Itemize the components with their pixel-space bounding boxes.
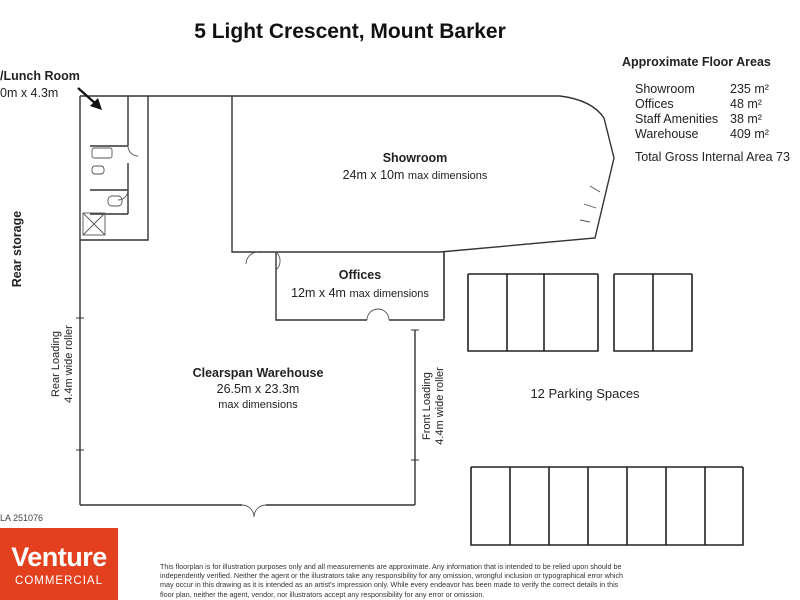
showroom-dims: 24m x 10m max dimensions: [315, 168, 515, 182]
door-swing-2: [253, 504, 267, 518]
offices-dims: 12m x 4m max dimensions: [270, 286, 450, 300]
offices-dims-value: 12m x 4m: [291, 286, 346, 300]
area-label: Warehouse: [635, 127, 699, 141]
logo-sub-text: COMMERCIAL: [15, 575, 103, 587]
area-value: 235 m²: [730, 82, 769, 96]
door-swing-8: [127, 145, 139, 157]
warehouse-dims: 26.5m x 23.3m: [216, 382, 300, 396]
area-row-offices: Offices 48 m²: [635, 97, 762, 111]
toilet-fixture-1: [91, 165, 105, 175]
front-loading-door-marker: [411, 329, 419, 461]
area-value: 38 m²: [730, 112, 762, 126]
offices-label: Offices: [338, 268, 382, 282]
amenities-wall: [80, 96, 149, 241]
showroom-dims-value: 24m x 10m: [342, 168, 405, 182]
showroom-label: Showroom: [382, 151, 448, 165]
total-gross-area: Total Gross Internal Area 73: [635, 150, 790, 164]
toilet-fixture-2: [107, 195, 123, 207]
area-row-showroom: Showroom 235 m²: [635, 82, 769, 96]
rear-loading-door-marker: [76, 317, 84, 451]
offices-dims-note: max dimensions: [349, 288, 429, 300]
venture-commercial-logo: Venture COMMERCIAL: [0, 528, 118, 600]
logo-main-text: Venture: [11, 542, 107, 572]
area-row-warehouse: Warehouse 409 m²: [635, 127, 769, 141]
door-swing-7: [579, 185, 601, 223]
amenities-partition: [90, 96, 129, 215]
front-loading-line2: 4.4m wide roller: [434, 367, 446, 445]
door-swing-5: [366, 308, 379, 321]
sink-fixture: [91, 147, 113, 159]
rear-loading-line1: Rear Loading: [50, 330, 62, 398]
door-swing-6: [377, 308, 390, 321]
area-value: 409 m²: [730, 127, 769, 141]
rear-loading-label: Rear Loading 4.4m wide roller: [50, 309, 78, 419]
disclaimer-text: This floorplan is for illustration purpo…: [160, 562, 624, 599]
lunch-room-dims: 0m x 4.3m: [0, 86, 59, 100]
lunch-room-label: /Lunch Room: [0, 69, 80, 83]
floor-areas-heading: Approximate Floor Areas: [622, 55, 771, 69]
plan-reference: LA 251076: [0, 513, 44, 523]
area-label: Offices: [635, 97, 674, 111]
lunch-room-arrow: [77, 87, 102, 110]
door-swing-3: [245, 251, 259, 265]
area-row-staff-amenities: Staff Amenities 38 m²: [635, 112, 762, 126]
parking-bays-row-3: [470, 466, 744, 546]
area-value: 48 m²: [730, 97, 762, 111]
warehouse-dims-note: max dimensions: [218, 399, 298, 411]
warehouse-label: Clearspan Warehouse: [192, 366, 324, 380]
parking-spaces-label: 12 Parking Spaces: [530, 386, 640, 401]
front-loading-label: Front Loading 4.4m wide roller: [421, 346, 449, 466]
door-swing-9: [117, 189, 129, 201]
front-loading-line1: Front Loading: [421, 372, 433, 440]
area-label: Showroom: [635, 82, 695, 96]
page-title: 5 Light Crescent, Mount Barker: [194, 20, 506, 43]
rear-loading-line2: 4.4m wide roller: [63, 325, 75, 403]
parking-bays-row-2: [613, 273, 693, 352]
door-swing-4: [275, 251, 281, 271]
showroom-dims-note: max dimensions: [407, 170, 488, 182]
rear-storage-label: Rear storage: [10, 210, 24, 288]
shower-cross: [82, 212, 106, 236]
parking-bays-row-1: [467, 273, 599, 352]
shower-fixture: [82, 212, 106, 236]
showroom-wall: [231, 95, 615, 253]
door-swing-1: [241, 504, 255, 518]
offices-wall: [275, 252, 445, 321]
area-label: Staff Amenities: [635, 112, 719, 126]
